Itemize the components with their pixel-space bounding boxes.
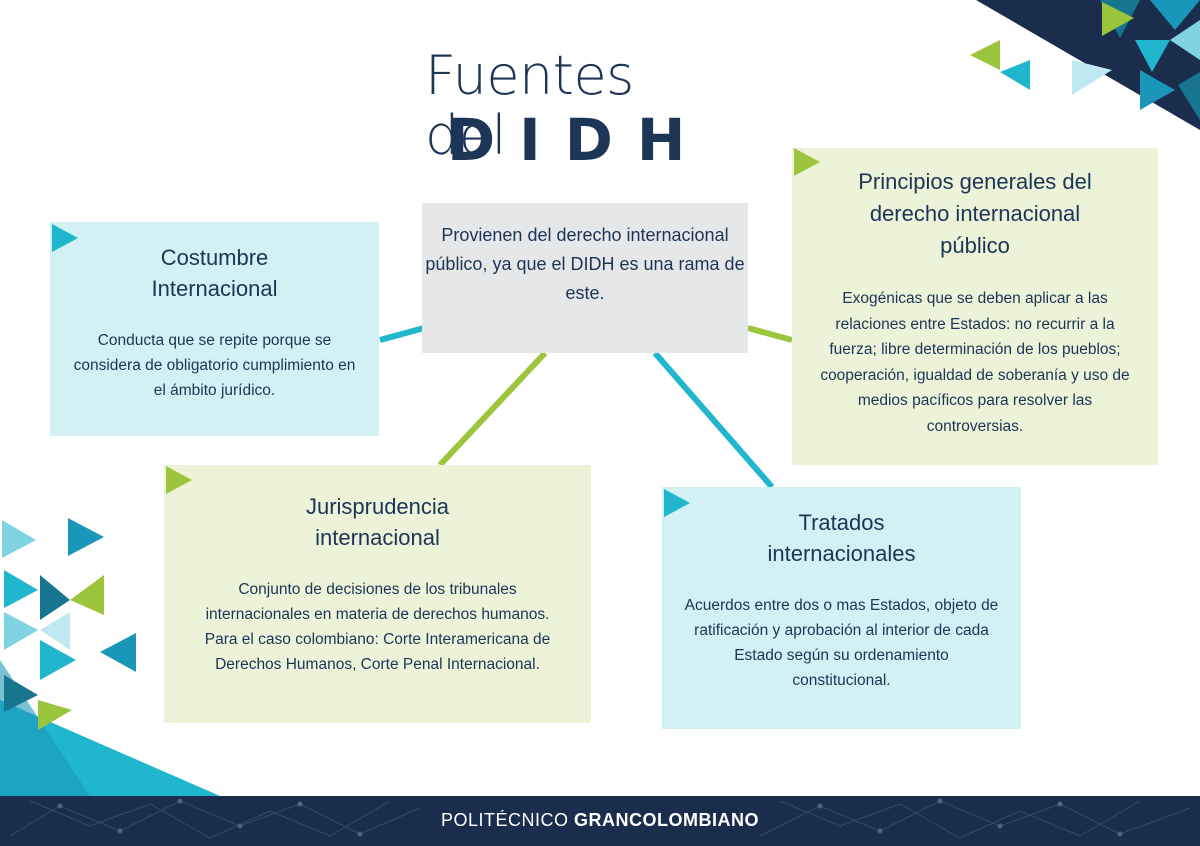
footer-brand-bold: GRANCOLOMBIANO [574,810,760,830]
connector-jurisprudencia [437,350,548,468]
node-jurisprudencia: Jurisprudencia internacional Conjunto de… [164,465,591,723]
node-tratados-body: Acuerdos entre dos o mas Estados, objeto… [684,597,999,689]
node-principios: Principios generales del derecho interna… [792,148,1158,465]
node-jurisprudencia-title: Jurisprudencia internacional [305,494,450,550]
node-principios-title: Principios generales del derecho interna… [858,169,1092,258]
node-costumbre-title: Costumbre Internacional [151,245,278,301]
center-node: Provienen del derecho internacional públ… [422,203,748,353]
connector-principios [747,325,793,343]
play-marker-icon [664,489,690,517]
play-marker-icon [166,466,192,494]
play-marker-icon [794,148,820,176]
footer-bar: POLITÉCNICO GRANCOLOMBIANO [0,796,1200,846]
node-tratados: Tratados internacionales Acuerdos entre … [662,487,1021,729]
network-pattern-icon [9,798,1191,839]
node-costumbre: Costumbre Internacional Conducta que se … [50,222,379,436]
connector-tratados [652,351,775,489]
center-node-text: Provienen del derecho internacional públ… [425,225,745,303]
node-principios-body: Exogénicas que se deben aplicar a las re… [820,290,1130,435]
node-jurisprudencia-body: Conjunto de decisiones de los tribunales… [204,581,551,673]
page-title-line1: Fuentes del [425,44,634,167]
footer-brand-light: POLITÉCNICO [440,810,575,830]
footer-brand: POLITÉCNICO GRANCOLOMBIANO [0,810,1200,831]
page-title-line2: DIDH [447,106,710,174]
node-costumbre-body: Conducta que se repite porque se conside… [73,332,356,399]
play-marker-icon [52,224,78,252]
connector-costumbre [379,325,425,343]
node-tratados-title: Tratados internacionales [767,510,916,566]
